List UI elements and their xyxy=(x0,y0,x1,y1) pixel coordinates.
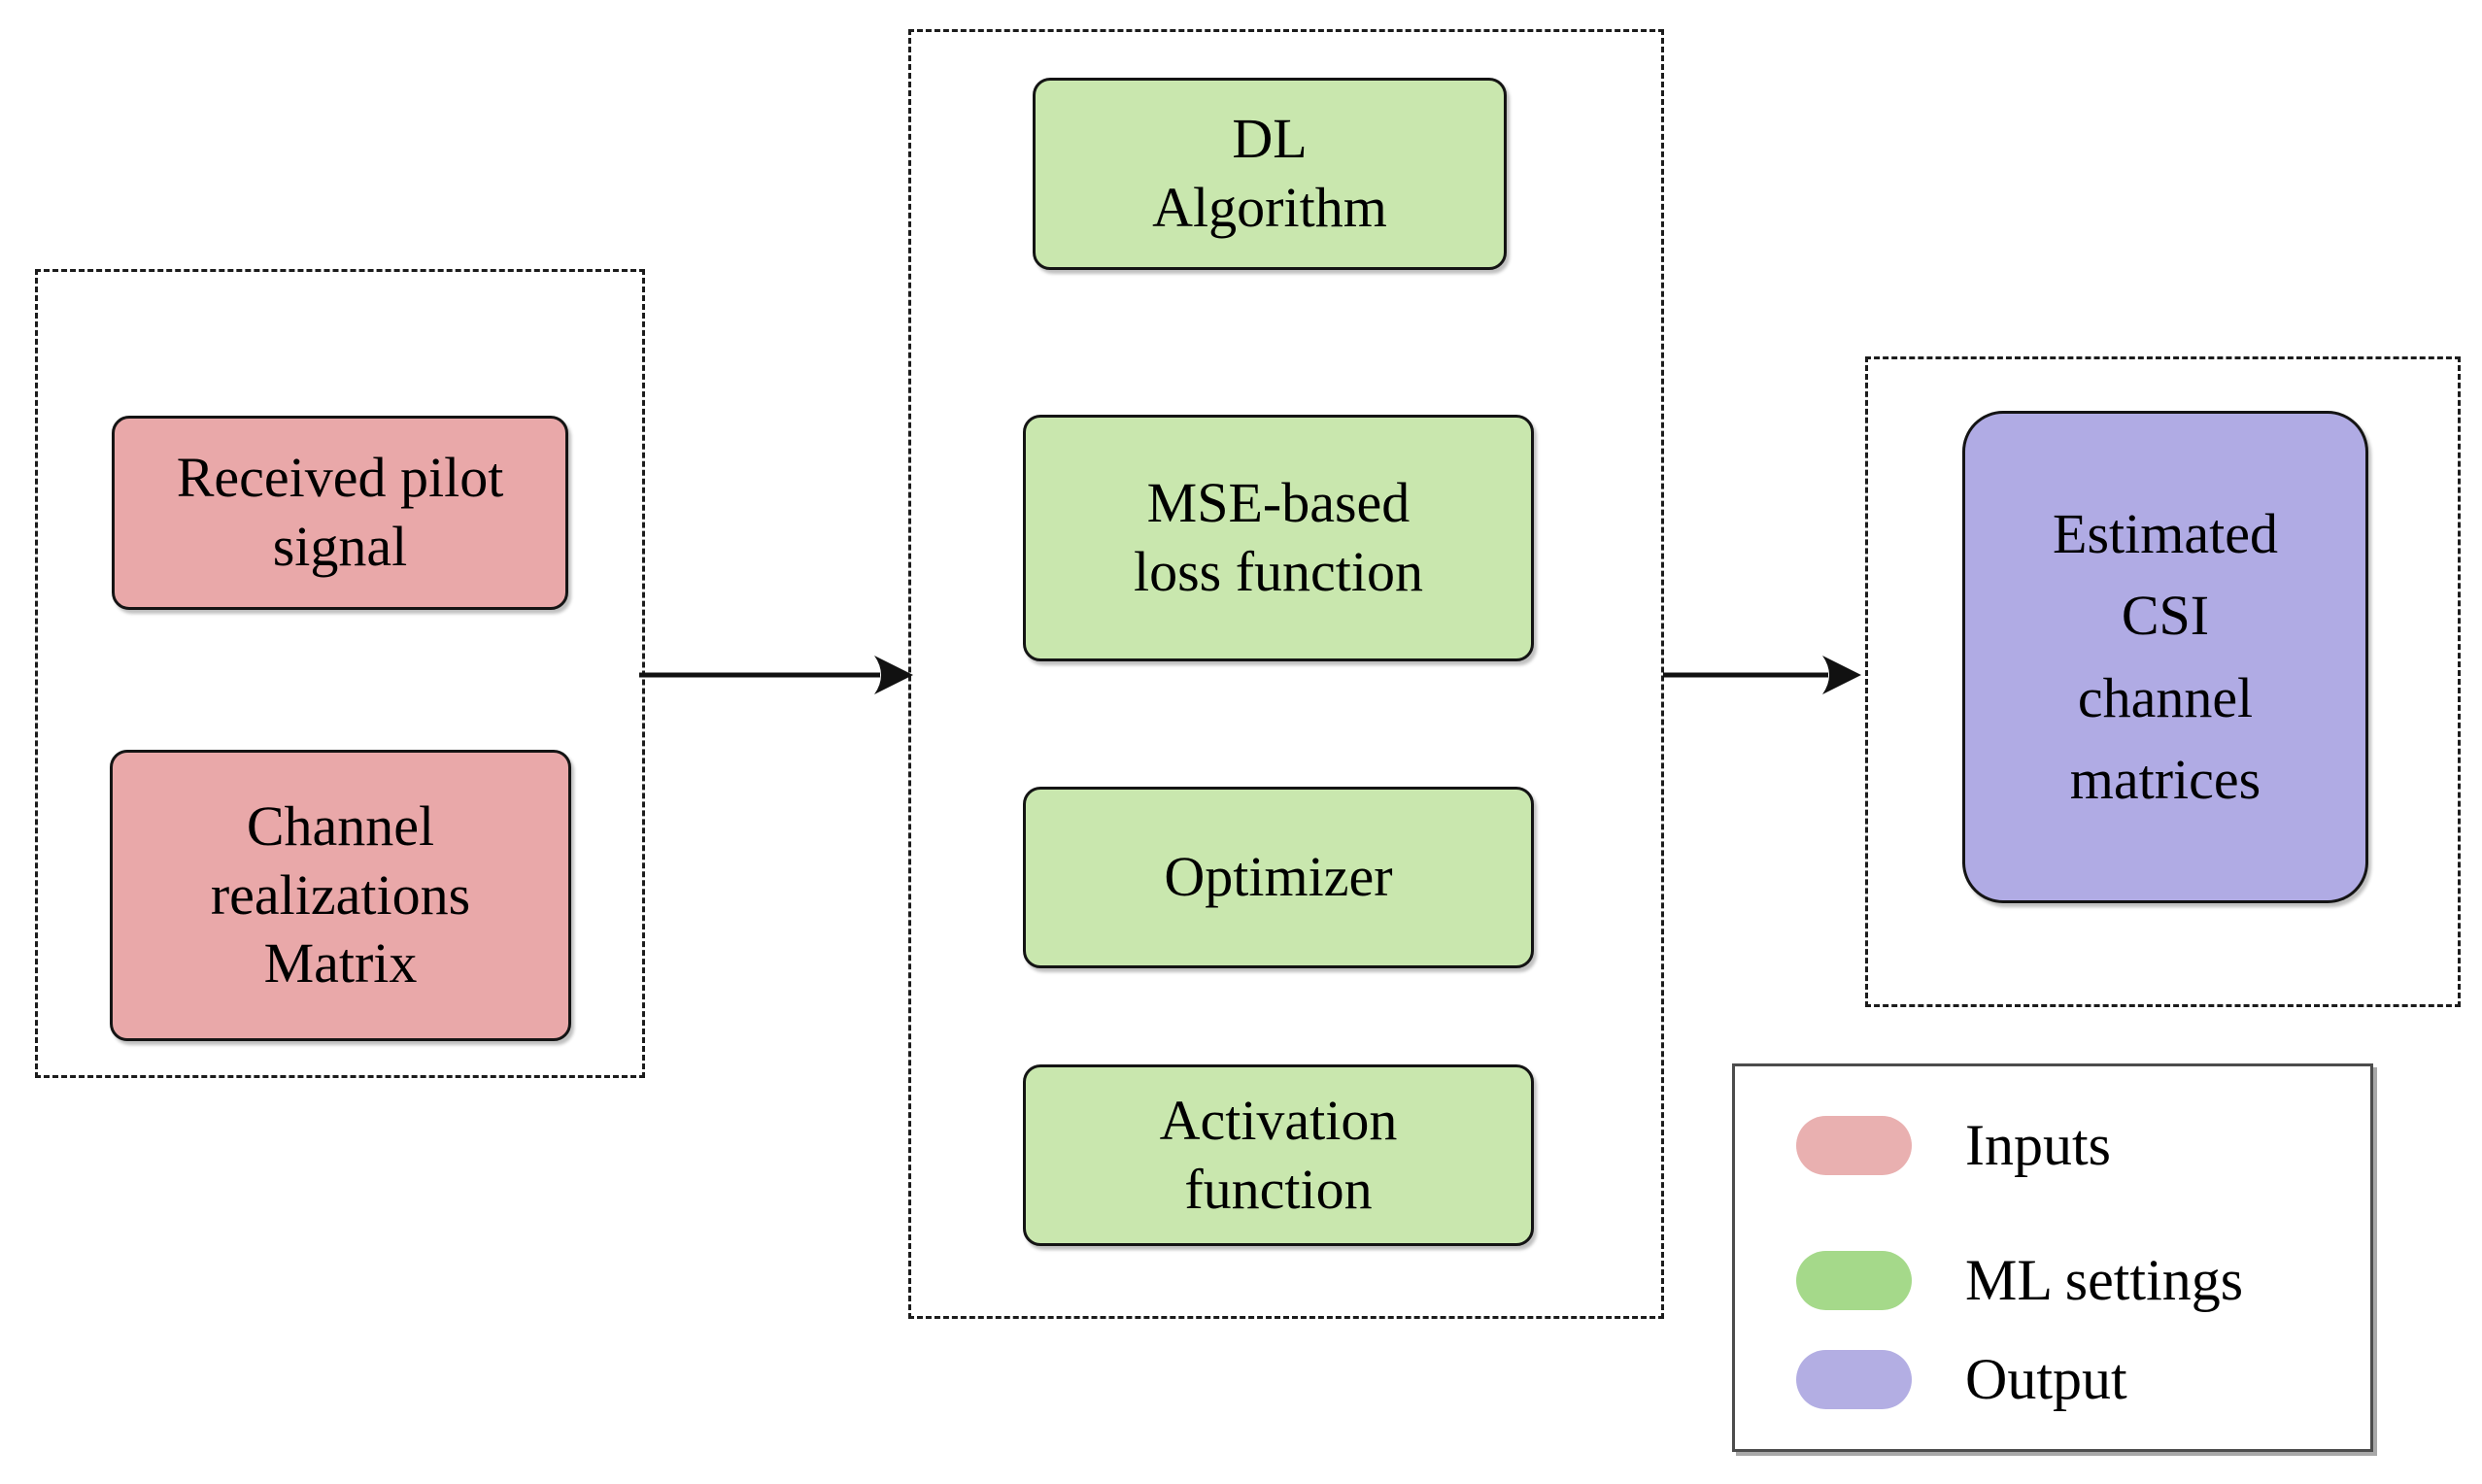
legend-item-inputs: Inputs xyxy=(1796,1113,2111,1177)
node-channel-realizations-matrix: Channel realizations Matrix xyxy=(110,750,571,1041)
node-label-line: Activation xyxy=(1159,1088,1398,1152)
inputs-color-swatch xyxy=(1796,1116,1912,1175)
node-label-line: channel xyxy=(2077,665,2254,729)
node-label-line: Matrix xyxy=(263,931,418,995)
node-label-line: Channel xyxy=(246,793,435,858)
node-label-line: loss function xyxy=(1133,540,1424,603)
legend-label: Inputs xyxy=(1965,1113,2111,1177)
node-label-line: MSE-based xyxy=(1146,471,1411,535)
node-received-pilot-signal: Received pilot signal xyxy=(112,416,568,610)
legend-item-ml-settings: ML settings xyxy=(1796,1248,2243,1312)
legend-item-output: Output xyxy=(1796,1347,2127,1411)
node-mse-loss-function: MSE-based loss function xyxy=(1023,415,1534,661)
arrow-inputs-to-ml-settings xyxy=(639,656,913,694)
node-estimated-csi-channel-matrices: Estimated CSI channel matrices xyxy=(1962,411,2368,903)
node-label-line: signal xyxy=(272,515,408,578)
legend-label: ML settings xyxy=(1965,1248,2244,1312)
legend-label: Output xyxy=(1965,1347,2127,1411)
node-activation-function: Activation function xyxy=(1023,1064,1534,1246)
legend-box: Inputs ML settings Output xyxy=(1732,1063,2373,1452)
node-label-line: CSI xyxy=(2121,584,2210,648)
node-label-line: realizations xyxy=(210,862,471,927)
node-label-line: Optimizer xyxy=(1164,845,1393,909)
node-label-line: Estimated xyxy=(2053,502,2278,566)
node-label-line: DL xyxy=(1232,107,1308,171)
node-label-line: function xyxy=(1184,1157,1373,1221)
node-label-line: matrices xyxy=(2069,747,2261,811)
arrow-ml-settings-to-output xyxy=(1663,656,1861,694)
node-label-line: Algorithm xyxy=(1152,176,1387,239)
node-optimizer: Optimizer xyxy=(1023,787,1534,968)
output-color-swatch xyxy=(1796,1350,1912,1409)
node-label-line: Received pilot xyxy=(176,446,504,510)
ml-settings-color-swatch xyxy=(1796,1251,1912,1310)
node-dl-algorithm: DL Algorithm xyxy=(1033,78,1507,270)
output-group-container xyxy=(1865,356,2461,1007)
